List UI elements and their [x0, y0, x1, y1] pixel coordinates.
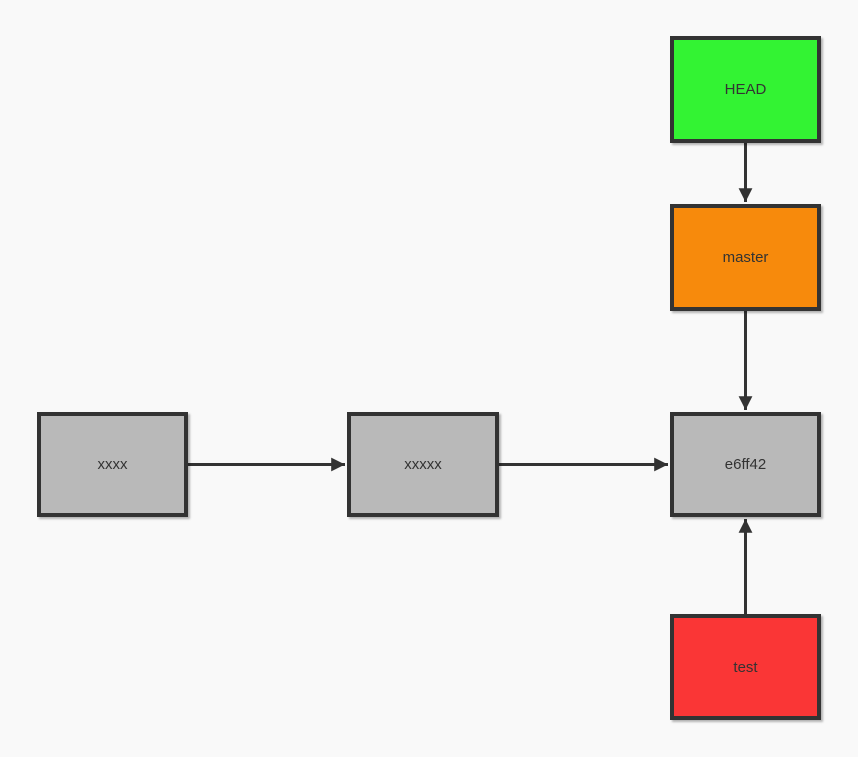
node-xxxxx-label: xxxxx	[404, 456, 442, 473]
node-commit-label: e6ff42	[724, 456, 767, 473]
node-xxxxx: xxxxx	[347, 412, 499, 517]
node-master: master	[670, 204, 821, 311]
node-commit-e6ff42: e6ff42	[670, 412, 821, 517]
node-head-label: HEAD	[724, 81, 767, 98]
node-test-label: test	[733, 658, 758, 676]
node-master-label: master	[722, 249, 769, 266]
node-test: test	[670, 614, 821, 720]
node-xxxx: xxxx	[37, 412, 188, 517]
node-head: HEAD	[670, 36, 821, 143]
node-xxxx-label: xxxx	[97, 456, 128, 473]
